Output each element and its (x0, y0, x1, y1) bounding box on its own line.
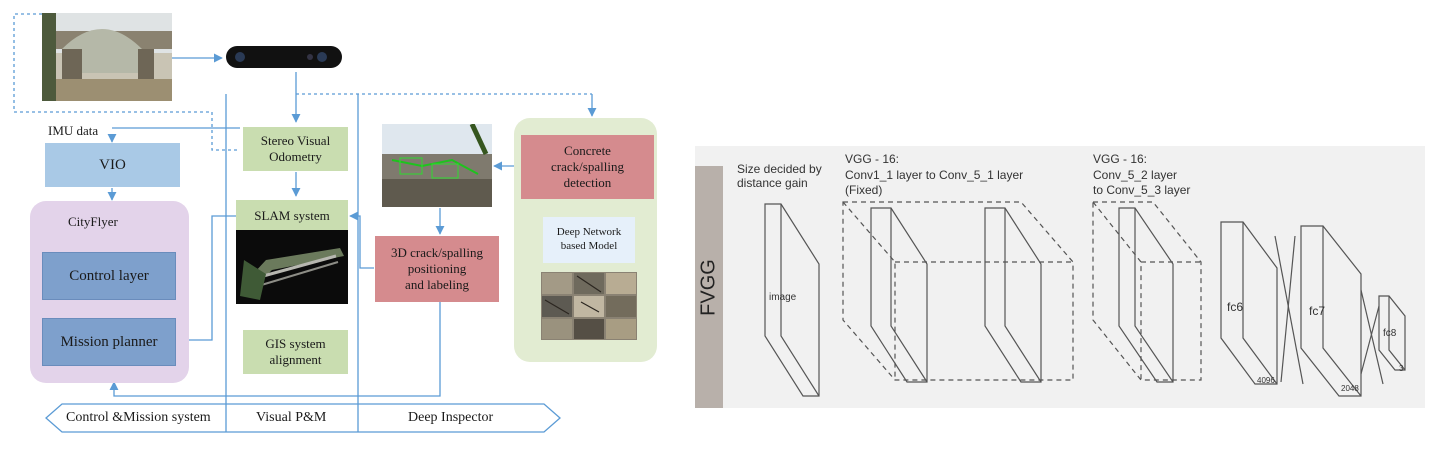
imu-data-label: IMU data (48, 123, 99, 138)
fc7-label: fc7 (1309, 304, 1326, 318)
deep-model-box: Deep Network based Model (543, 217, 635, 263)
vgg-block1-label: VGG - 16: Conv1_1 layer to Conv_5_1 laye… (845, 152, 1024, 198)
fc8-dim-label: 3 (1399, 364, 1404, 373)
stereo-camera (224, 44, 344, 70)
fvgg-network-drawing (764, 201, 1406, 397)
control-layer-box: Control layer (42, 252, 176, 300)
fc6-label: fc6 (1227, 300, 1244, 314)
fvgg-side-bar (695, 166, 723, 408)
gis-alignment-box: GIS system alignment (243, 330, 348, 374)
slam-pointcloud-image (236, 230, 348, 304)
connector-arrows (13, 13, 597, 433)
fc8-label: fc8 (1383, 328, 1397, 339)
footer-visual-pm: Visual P&M (256, 410, 327, 425)
fc7-dim-label: 2048 (1341, 384, 1359, 393)
slam-system-label: SLAM system (254, 207, 330, 223)
bridge-photo (42, 13, 172, 101)
footer-control-mission: Control &Mission system (66, 410, 211, 425)
image-label: image (769, 292, 797, 303)
mission-planner-box: Mission planner (42, 318, 176, 366)
stereo-visual-odometry-box: Stereo Visual Odometry (243, 127, 348, 171)
vgg-block2-label: VGG - 16: Conv_5_2 layer to Conv_5_3 lay… (1093, 152, 1191, 198)
crack-positioning-box: 3D crack/spalling positioning and labeli… (375, 236, 499, 302)
cityflyer-title: CityFlyer (68, 214, 118, 229)
footer-deep-inspector: Deep Inspector (408, 410, 494, 425)
fc6-dim-label: 4096 (1257, 376, 1275, 385)
fvgg-diagram: FVGG Size decided by distance gain VGG -… (695, 146, 1425, 408)
crack-photo (382, 124, 492, 207)
vio-box: VIO (45, 143, 180, 187)
crack-detection-box: Concrete crack/spalling detection (521, 135, 654, 199)
size-note: Size decided by distance gain (737, 162, 822, 190)
training-samples-image (541, 272, 637, 340)
